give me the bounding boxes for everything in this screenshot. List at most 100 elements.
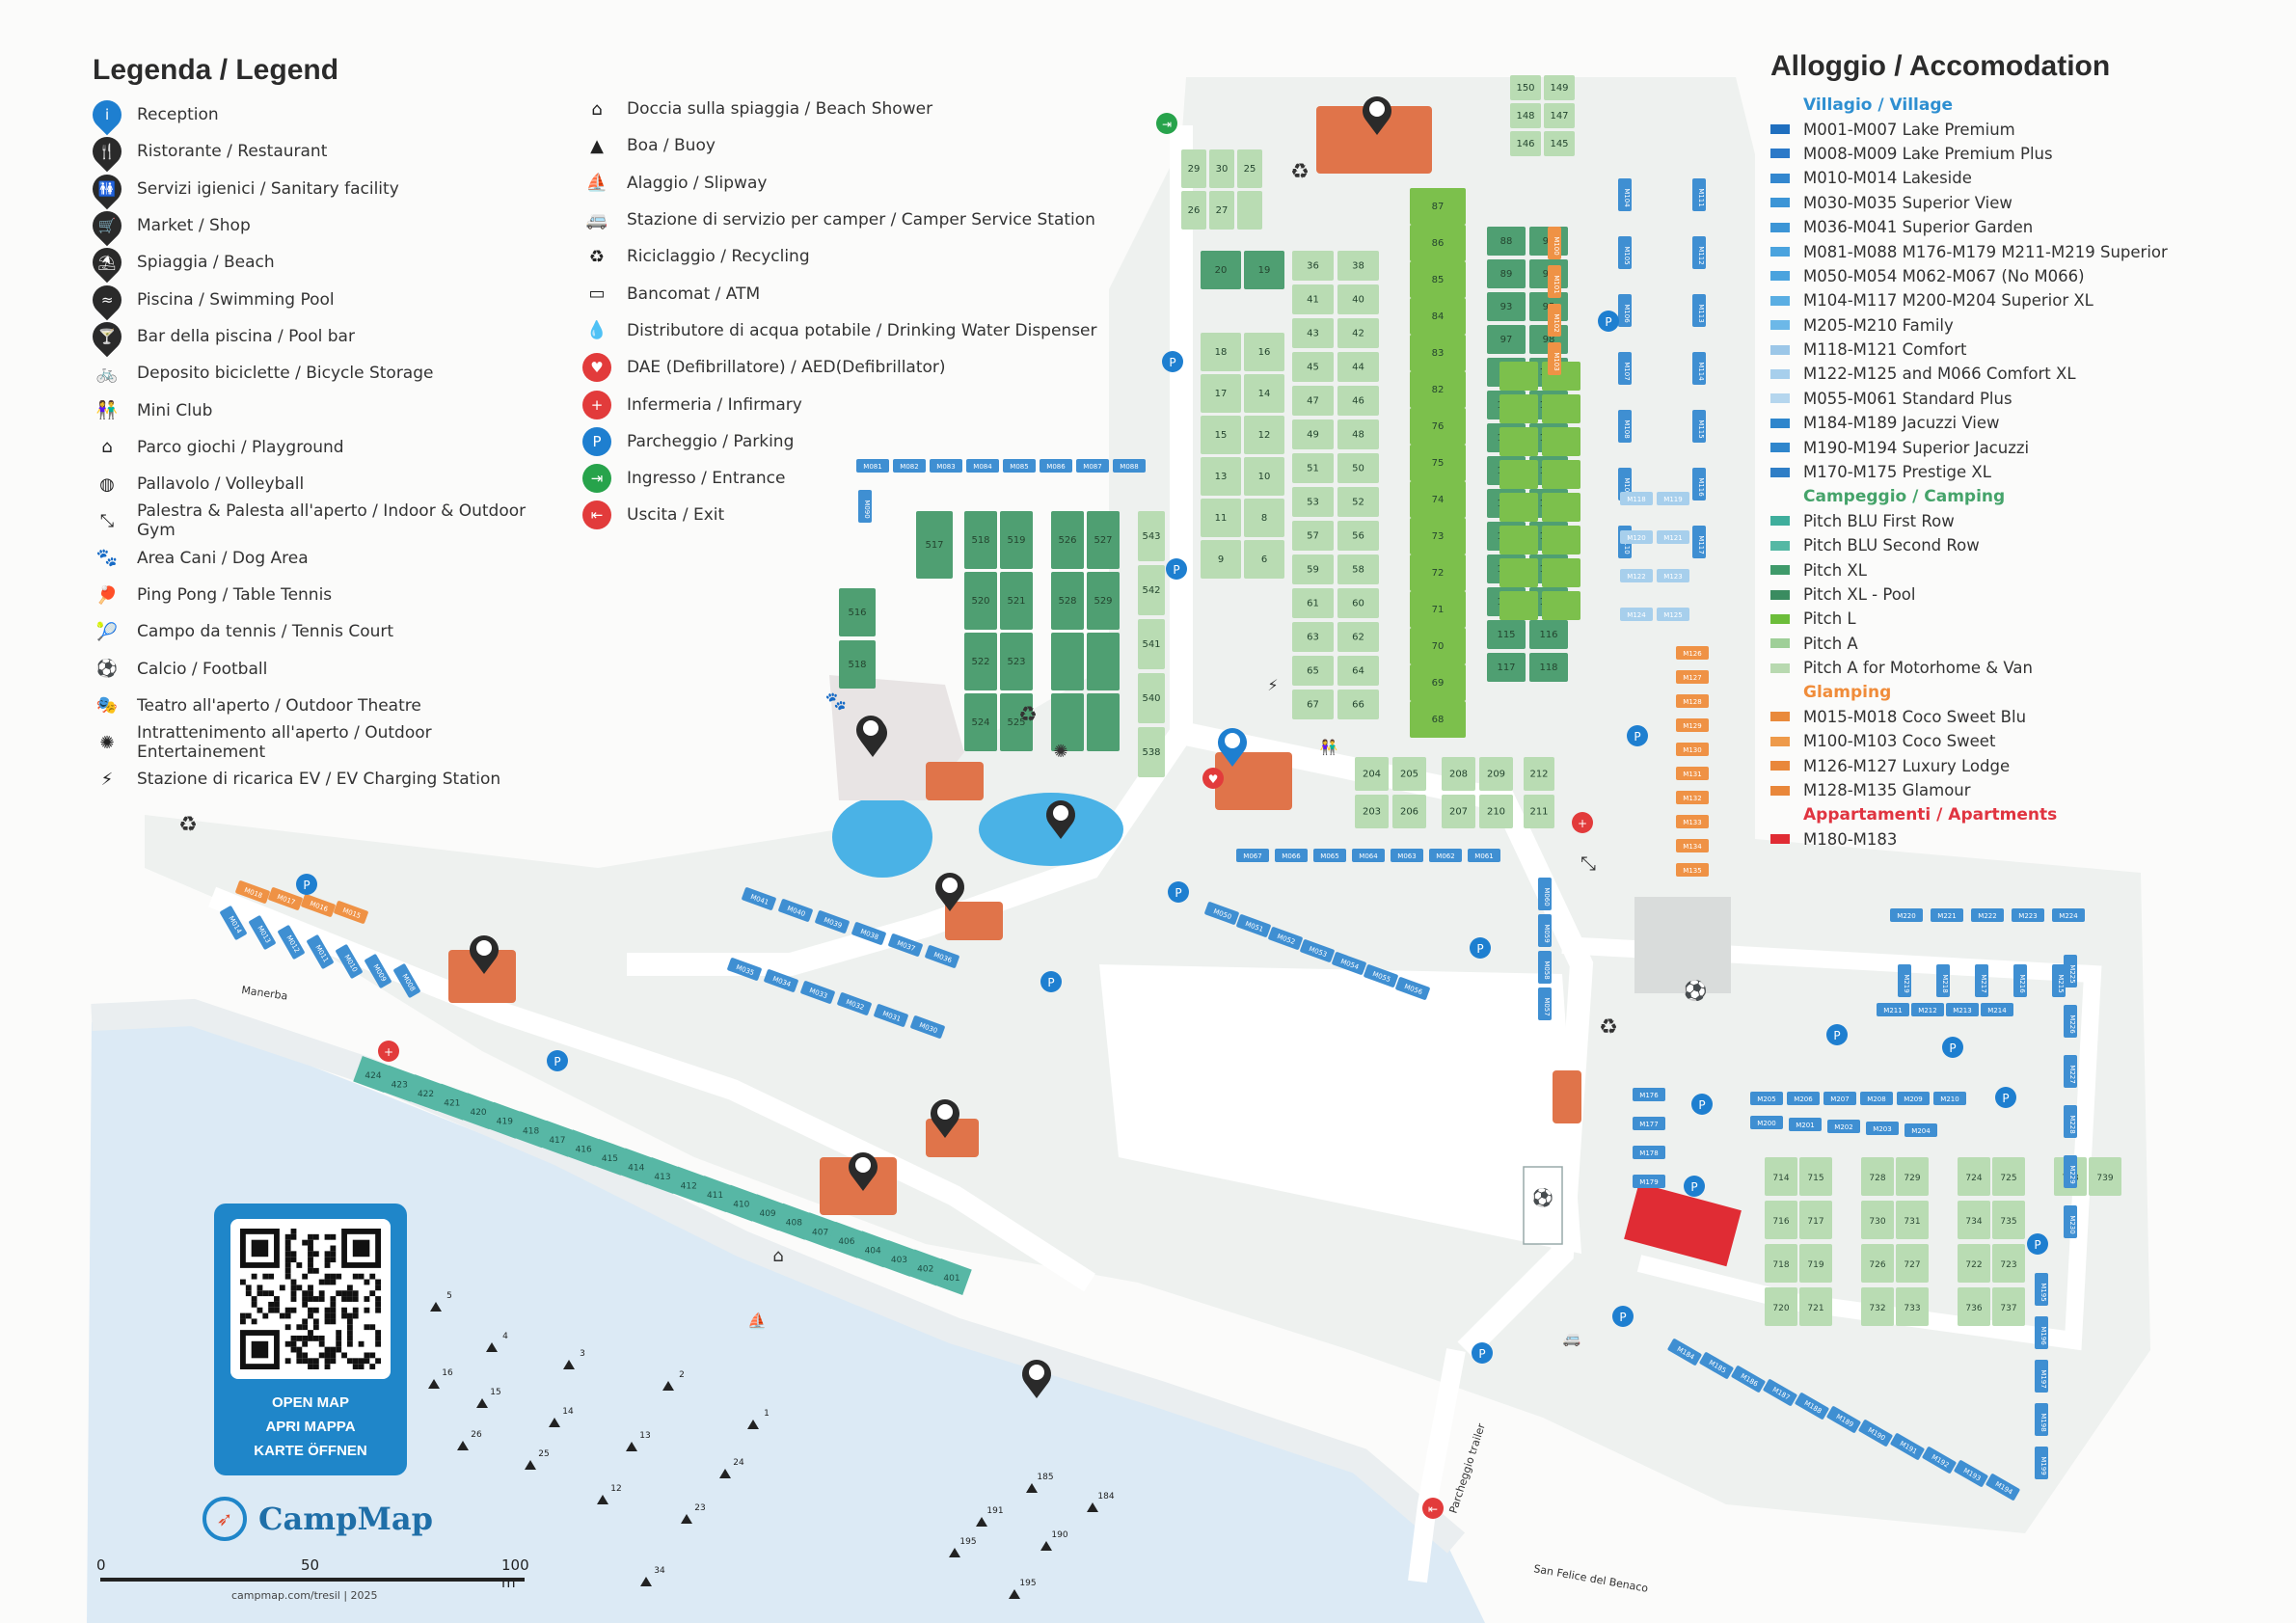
buoy-number: 195: [1019, 1579, 1036, 1588]
qr-code[interactable]: [230, 1219, 391, 1379]
unit-number: M065: [1320, 852, 1338, 860]
sanitary-icon[interactable]: [1363, 96, 1392, 135]
mobile-home-unit: [1692, 294, 1706, 327]
parking-icon[interactable]: P: [1598, 311, 1619, 332]
comfort-unit: [1657, 492, 1689, 505]
pitch: [1292, 690, 1334, 719]
qr-module: [352, 1296, 359, 1302]
campmap-brand: ➶ CampMap: [203, 1497, 433, 1541]
qr-module: [296, 1358, 303, 1365]
parking-icon[interactable]: P: [1942, 1037, 1963, 1058]
infirmary-icon-disc: [1572, 812, 1593, 833]
parking-icon[interactable]: P: [1691, 1094, 1713, 1115]
parking-icon[interactable]: P: [1612, 1306, 1634, 1327]
parking-icon[interactable]: P: [1684, 1176, 1705, 1197]
mobile-home-unit: [1985, 1474, 2020, 1501]
parking-icon[interactable]: P: [1040, 971, 1062, 992]
pitch-number: 75: [1432, 458, 1445, 469]
qr-module: [375, 1307, 381, 1313]
parking-icon[interactable]: P: [1166, 558, 1187, 580]
family-unit: [1897, 1092, 1930, 1105]
qr-module: [312, 1324, 319, 1331]
parking-icon[interactable]: P: [1168, 881, 1189, 903]
infirmary-icon[interactable]: +: [378, 1041, 399, 1062]
legend-label: Spiaggia / Beach: [137, 253, 275, 273]
glamping-unit: [1548, 265, 1561, 298]
open-map-qr-card[interactable]: OPEN MAP APRI MAPPA KARTE ÖFFNEN: [214, 1204, 407, 1475]
qr-module: [312, 1318, 319, 1325]
pitch-number: 729: [1904, 1174, 1920, 1183]
aed-icon[interactable]: ♥: [1202, 768, 1224, 789]
parking-icon[interactable]: P: [1162, 351, 1183, 372]
infirmary-icon-glyph: +: [1578, 817, 1587, 830]
parking-icon[interactable]: P: [547, 1050, 568, 1071]
restaurant-icon[interactable]: [849, 1152, 878, 1191]
pitch: [1000, 633, 1033, 690]
qr-module: [312, 1233, 319, 1240]
mobile-home-unit: [1040, 459, 1072, 473]
legend-item-sanitary: 🚻Servizi igienici / Sanitary facility: [86, 168, 555, 209]
recycling-icon: ♻: [1599, 1015, 1618, 1040]
qr-module: [346, 1324, 353, 1331]
qr-module: [308, 1290, 313, 1297]
parking-icon[interactable]: P: [2027, 1233, 2048, 1255]
unit-number: M208: [1867, 1096, 1885, 1103]
parking-icon[interactable]: P: [1627, 725, 1648, 746]
mobile-home-unit: [778, 899, 813, 922]
unit-number: M114: [1697, 362, 1705, 381]
pitch: [1958, 1201, 1990, 1239]
pitch-number: 88: [1500, 236, 1513, 247]
mobile-home-unit: [893, 459, 926, 473]
pitch: [1410, 188, 1466, 225]
pool-icon-dot: [863, 720, 878, 736]
qr-module: [279, 1285, 285, 1291]
lake: [87, 1013, 1485, 1623]
accommodation-label: Pitch A: [1803, 634, 1858, 653]
pitch-number: 67: [1307, 700, 1319, 711]
beach-icon[interactable]: [1022, 1360, 1052, 1398]
exit-icon[interactable]: ⇤: [1422, 1498, 1444, 1519]
legend-item-camper-service: 🚐Stazione di servizio per camper / Campe…: [582, 202, 1122, 238]
accommodation-swatch: [1770, 540, 1790, 551]
parking-icon[interactable]: P: [1995, 1087, 2016, 1108]
mobile-home-unit: [249, 915, 276, 950]
legend-label: Distributore di acqua potabile / Drinkin…: [627, 320, 1097, 340]
pool-icon[interactable]: [856, 716, 885, 754]
accommodation-swatch: [1770, 247, 1790, 257]
sanitary-icon[interactable]: [935, 873, 965, 911]
pitch-number: 411: [707, 1191, 723, 1201]
pitch: [1209, 191, 1234, 230]
infirmary-icon-disc: [378, 1041, 399, 1062]
pitch-number: 717: [1807, 1217, 1823, 1227]
unit-number: M222: [1978, 912, 1996, 920]
buoy-icon: [1087, 1502, 1098, 1512]
parking-icon[interactable]: P: [1472, 1342, 1493, 1364]
pool-icon[interactable]: [1046, 800, 1075, 839]
reception-icon[interactable]: [1218, 728, 1248, 767]
accommodation-item: M030-M035 Superior View: [1770, 191, 2272, 215]
mobile-home-unit: [1667, 1339, 1702, 1366]
mobile-home-unit: [1904, 1123, 1937, 1137]
pitch-number: 87: [1432, 202, 1445, 212]
pitch-number: 719: [1807, 1260, 1823, 1270]
pitch: [1544, 75, 1575, 100]
legend-item-entrance: ⇥Ingresso / Entrance: [582, 460, 1122, 497]
pitch: [1201, 457, 1241, 496]
legend-item-entertainment: ✺Intrattenimento all'aperto / Outdoor En…: [93, 723, 555, 762]
parking-icon[interactable]: P: [1826, 1024, 1848, 1045]
pitch-number: 730: [1869, 1217, 1885, 1227]
entrance-icon[interactable]: ⇥: [1156, 113, 1177, 134]
unit-number: M207: [1830, 1096, 1849, 1103]
parking-icon[interactable]: P: [1470, 937, 1491, 959]
sanitary-icon-dot: [1369, 101, 1385, 117]
unit-number: M227: [2068, 1065, 2076, 1083]
sanitary-icon[interactable]: [470, 935, 499, 974]
parking-icon[interactable]: P: [296, 874, 317, 895]
pitch-number: 44: [1352, 363, 1364, 373]
infirmary-icon[interactable]: +: [1572, 812, 1593, 833]
unit-number: M083: [936, 463, 955, 471]
open-map-text[interactable]: OPEN MAP APRI MAPPA KARTE ÖFFNEN: [214, 1391, 407, 1463]
market-icon[interactable]: [931, 1099, 960, 1138]
camper-service-icon: 🚐: [1563, 1330, 1581, 1347]
